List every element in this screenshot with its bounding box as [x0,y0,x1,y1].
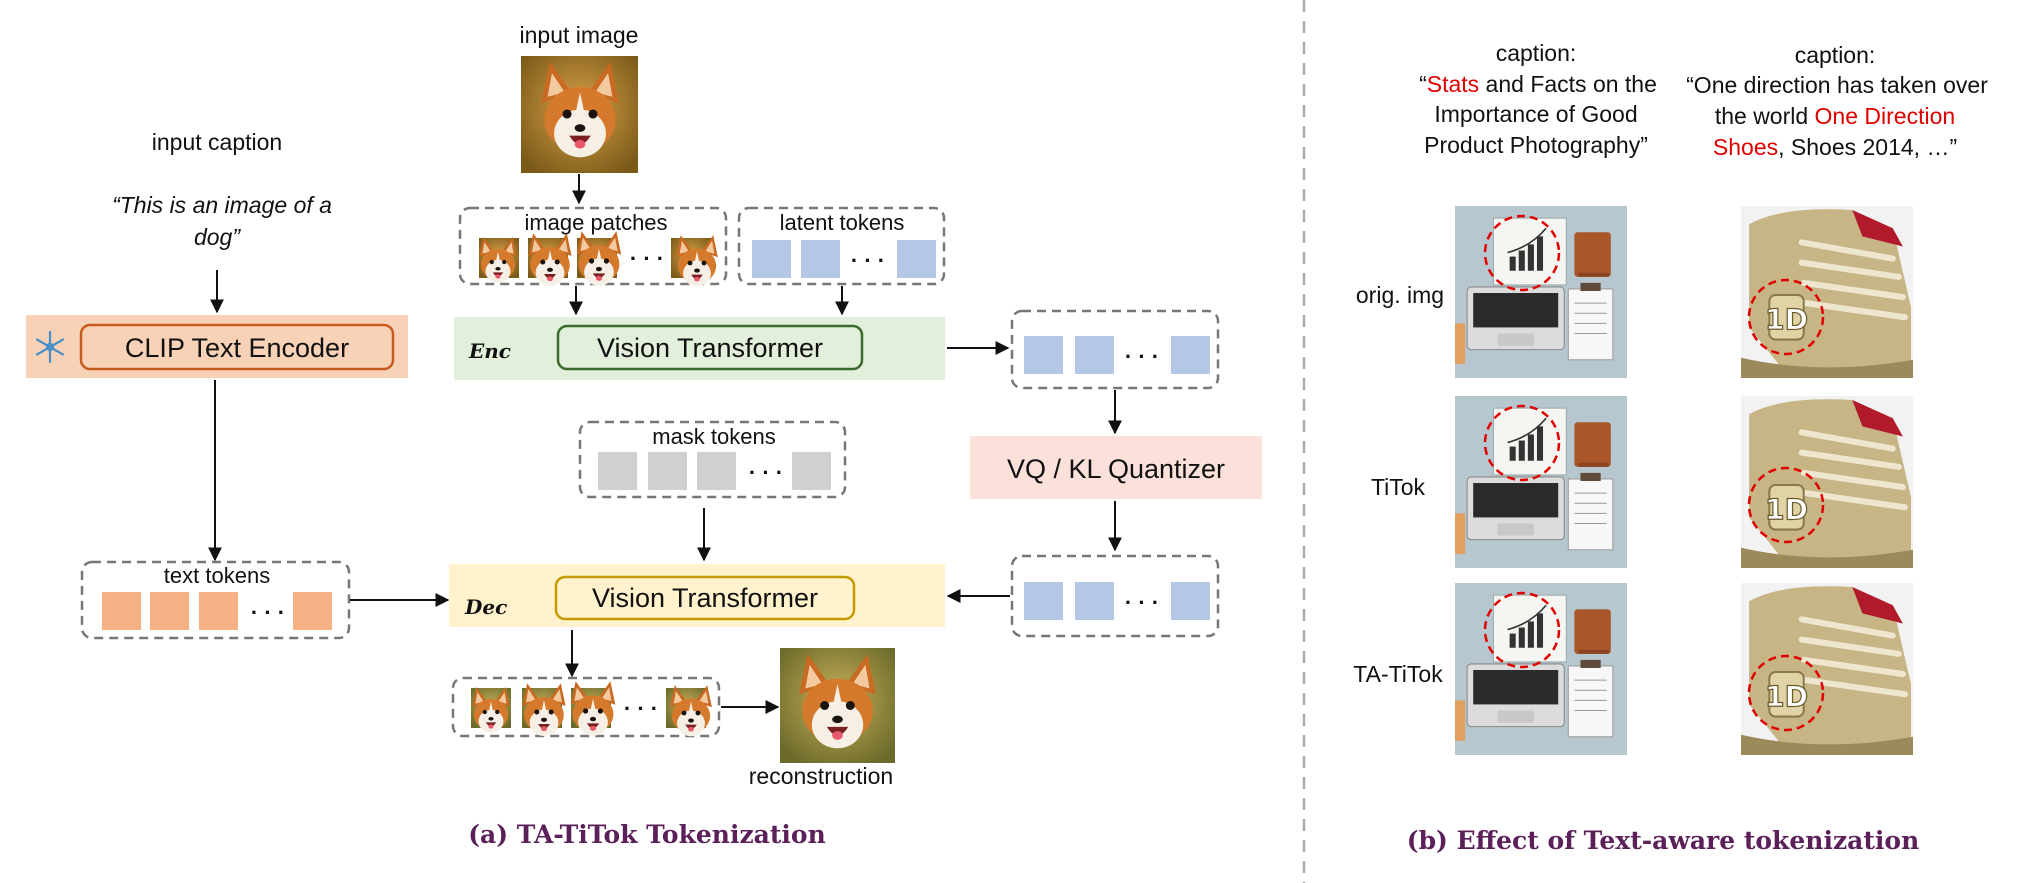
reconstructed-patches-group [451,676,721,738]
quantized-latents-group [1010,554,1220,638]
col2-highlight-2: Shoes [1713,134,1778,160]
reconstructed-patch [522,683,566,736]
reconstructed-patches-ellipsis: · · · [624,696,658,721]
reconstruction-image [780,648,895,763]
reconstructed-patch [666,685,712,737]
col1-caption-line2: Importance of Good [1434,101,1637,127]
orig-desk-image [1455,206,1627,378]
encoded-latents-group [1010,309,1220,390]
encoded-latent-token [1024,336,1063,374]
latent-tokens-ellipsis: · · · [851,248,885,273]
text-tokens-ellipsis: · · · [251,600,285,625]
quantized-latent-token [1075,582,1114,620]
mask-token [792,452,831,490]
image-patches-label: image patches [524,210,667,235]
quantized-latents-ellipsis: · · · [1125,590,1159,615]
input-image-label: input image [520,22,639,48]
decoder-vit-box [554,575,856,621]
mask-token [697,452,736,490]
mask-tokens-group [578,420,847,499]
row-label-ta-titok: TA-TiTok [1353,661,1443,687]
caption-text-line2: dog” [194,224,241,250]
latent-token [897,240,936,278]
encoder-label: Vision Transformer [597,333,823,363]
col1-caption-label: caption: [1496,40,1577,66]
col2-highlight-1: One Direction [1815,103,1956,129]
encoded-latent-token [1075,336,1114,374]
decoder-label: Vision Transformer [592,583,818,613]
text-tokens-group [80,560,351,640]
titok-shoe-image [1741,396,1913,568]
titok-desk-image [1455,396,1627,568]
mask-tokens-label: mask tokens [652,424,776,449]
quantized-latent-token [1171,582,1210,620]
reconstructed-patch [471,687,511,733]
reconstructed-patch [570,681,616,736]
clip-encoder-box [79,323,395,371]
col1-highlight: Stats [1427,71,1479,97]
clip-encoder-label: CLIP Text Encoder [125,333,349,363]
col1-caption-line3: Product Photography” [1424,132,1648,158]
orig-shoe-image [1741,206,1913,378]
quantized-latent-token [1024,582,1063,620]
reconstruction-label: reconstruction [749,763,893,789]
quantizer-block [970,436,1262,499]
mask-tokens-ellipsis: · · · [749,460,783,485]
image-patch [528,233,572,286]
col1-caption-line1: “Stats and Facts on the [1419,71,1657,97]
image-patch [576,231,622,286]
latent-token [801,240,840,278]
encoded-latent-token [1171,336,1210,374]
col2-caption-line3: Shoes, Shoes 2014, …” [1713,134,1957,160]
enc-label: Enc [468,339,511,363]
encoded-latents-ellipsis: · · · [1125,344,1159,369]
encoder-vit-box [556,324,864,371]
row-label-titok: TiTok [1371,474,1426,500]
image-patches-ellipsis: · · · [630,246,664,271]
panel-a-caption: (a) TA-TiTok Tokenization [468,820,826,849]
row-label-orig: orig. img [1356,282,1444,308]
text-token [293,592,332,630]
latent-tokens-group [737,206,946,286]
image-patch [671,235,718,287]
col2-caption-label: caption: [1795,42,1876,68]
input-caption-label: input caption [152,129,282,155]
mask-token [648,452,687,490]
ta-titok-shoe-image [1741,583,1913,755]
image-patch [479,237,519,283]
col2-caption-line1: “One direction has taken over [1686,72,1988,98]
text-token [102,592,141,630]
mask-token [598,452,637,490]
col2-caption-line2: the world One Direction [1715,103,1955,129]
text-token [150,592,189,630]
latent-tokens-label: latent tokens [780,210,905,235]
quantizer-label: VQ / KL Quantizer [1007,454,1225,484]
latent-token [752,240,791,278]
caption-text-line1: “This is an image of a [112,192,332,218]
text-token [199,592,238,630]
panel-b-caption: (b) Effect of Text-aware tokenization [1407,826,1920,855]
dec-label: Dec [464,595,507,619]
text-tokens-label: text tokens [164,563,270,588]
ta-titok-desk-image [1455,583,1627,755]
input-image [521,56,638,173]
snowflake-icon [35,330,65,364]
